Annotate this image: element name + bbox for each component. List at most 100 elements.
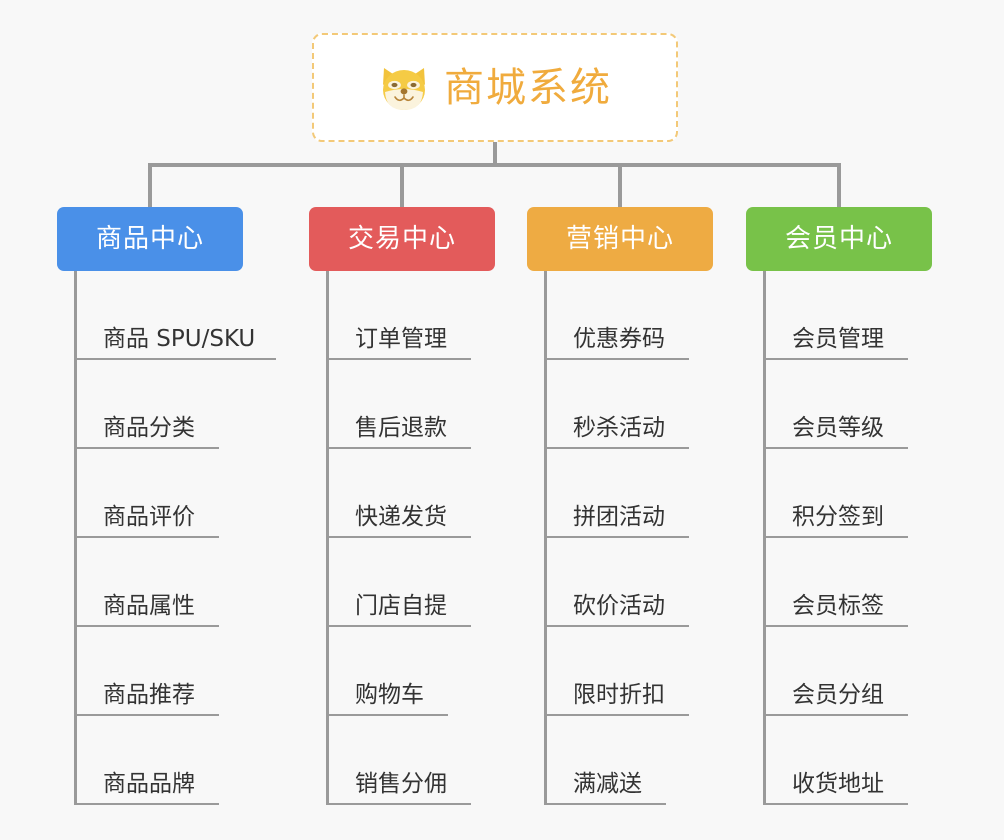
trunk-line xyxy=(74,271,77,805)
leaf-item[interactable]: 销售分佣 xyxy=(309,716,495,805)
category-column: 营销中心优惠券码秒杀活动拼团活动砍价活动限时折扣满减送 xyxy=(527,207,713,805)
leaf-item[interactable]: 商品推荐 xyxy=(57,627,243,716)
leaf-item-label: 砍价活动 xyxy=(573,593,665,619)
leaf-item[interactable]: 商品属性 xyxy=(57,538,243,627)
leaf-item-rule xyxy=(763,625,908,627)
leaf-item-label: 订单管理 xyxy=(355,326,447,352)
connector-drop-marketing-center xyxy=(618,163,622,209)
leaf-item-label: 商品分类 xyxy=(103,415,195,441)
root-title: 商城系统 xyxy=(444,64,612,111)
trunk-line xyxy=(326,271,329,805)
leaf-item[interactable]: 购物车 xyxy=(309,627,495,716)
leaf-item[interactable]: 商品分类 xyxy=(57,360,243,449)
leaf-item[interactable]: 订单管理 xyxy=(309,271,495,360)
leaf-item[interactable]: 收货地址 xyxy=(746,716,932,805)
leaf-item-label: 会员管理 xyxy=(792,326,884,352)
leaf-item[interactable]: 门店自提 xyxy=(309,538,495,627)
leaf-item-label: 秒杀活动 xyxy=(573,415,665,441)
leaf-item-label: 商品 SPU/SKU xyxy=(103,326,256,352)
leaf-item-label: 快递发货 xyxy=(355,504,447,530)
connector-root-stem xyxy=(493,142,497,166)
leaf-item-label: 会员标签 xyxy=(792,593,884,619)
leaf-item-label: 商品属性 xyxy=(103,593,195,619)
leaf-item-label: 售后退款 xyxy=(355,415,447,441)
category-label: 会员中心 xyxy=(784,224,893,254)
leaf-item-label: 积分签到 xyxy=(792,504,884,530)
leaf-list-product-center: 商品 SPU/SKU 商品分类商品评价商品属性商品推荐商品品牌 xyxy=(57,271,276,805)
root-node[interactable]: 商城系统 xyxy=(312,33,678,142)
category-column: 会员中心会员管理会员等级积分签到会员标签会员分组收货地址 xyxy=(746,207,932,805)
trunk-line xyxy=(763,271,766,805)
leaf-item[interactable]: 会员分组 xyxy=(746,627,932,716)
shiba-dog-face-icon xyxy=(378,64,430,112)
leaf-item[interactable]: 会员等级 xyxy=(746,360,932,449)
leaf-item[interactable]: 砍价活动 xyxy=(527,538,713,627)
connector-horizontal-bus xyxy=(148,163,840,167)
category-column: 商品中心商品 SPU/SKU 商品分类商品评价商品属性商品推荐商品品牌 xyxy=(57,207,276,805)
leaf-item-rule xyxy=(326,447,471,449)
leaf-item-rule xyxy=(74,714,219,716)
leaf-item-rule xyxy=(544,803,666,805)
leaf-item-label: 满减送 xyxy=(573,771,642,797)
leaf-item[interactable]: 积分签到 xyxy=(746,449,932,538)
leaf-item-rule xyxy=(326,358,471,360)
category-box-product-center[interactable]: 商品中心 xyxy=(57,207,243,271)
leaf-list-marketing-center: 优惠券码秒杀活动拼团活动砍价活动限时折扣满减送 xyxy=(527,271,713,805)
leaf-item-label: 会员等级 xyxy=(792,415,884,441)
category-label: 交易中心 xyxy=(347,224,456,254)
leaf-item-label: 购物车 xyxy=(355,682,424,708)
leaf-item-label: 限时折扣 xyxy=(573,682,665,708)
leaf-item-label: 优惠券码 xyxy=(573,326,665,352)
leaf-item[interactable]: 秒杀活动 xyxy=(527,360,713,449)
leaf-item-rule xyxy=(544,714,689,716)
leaf-item-rule xyxy=(74,447,219,449)
leaf-item-rule xyxy=(544,358,689,360)
leaf-item-rule xyxy=(74,803,219,805)
leaf-item[interactable]: 限时折扣 xyxy=(527,627,713,716)
leaf-item-label: 商品评价 xyxy=(103,504,195,530)
leaf-item[interactable]: 拼团活动 xyxy=(527,449,713,538)
connector-drop-trade-center xyxy=(400,163,404,209)
connector-drop-member-center xyxy=(837,163,841,209)
leaf-item-label: 商品品牌 xyxy=(103,771,195,797)
leaf-item-rule xyxy=(326,625,471,627)
leaf-item-label: 商品推荐 xyxy=(103,682,195,708)
category-label: 商品中心 xyxy=(95,224,204,254)
trunk-line xyxy=(544,271,547,805)
category-label: 营销中心 xyxy=(565,224,674,254)
leaf-item[interactable]: 商品 SPU/SKU xyxy=(57,271,276,360)
leaf-item-rule xyxy=(326,803,471,805)
leaf-item-rule xyxy=(326,714,448,716)
category-box-trade-center[interactable]: 交易中心 xyxy=(309,207,495,271)
leaf-item-rule xyxy=(74,358,276,360)
leaf-item-rule xyxy=(544,536,689,538)
leaf-item-rule xyxy=(544,625,689,627)
leaf-item[interactable]: 会员标签 xyxy=(746,538,932,627)
leaf-list-member-center: 会员管理会员等级积分签到会员标签会员分组收货地址 xyxy=(746,271,932,805)
category-box-member-center[interactable]: 会员中心 xyxy=(746,207,932,271)
leaf-item-rule xyxy=(544,447,689,449)
leaf-item-rule xyxy=(763,536,908,538)
leaf-item-label: 拼团活动 xyxy=(573,504,665,530)
category-box-marketing-center[interactable]: 营销中心 xyxy=(527,207,713,271)
leaf-item-rule xyxy=(74,536,219,538)
leaf-item-rule xyxy=(763,447,908,449)
leaf-item-rule xyxy=(763,714,908,716)
leaf-item-label: 收货地址 xyxy=(792,771,884,797)
leaf-item[interactable]: 会员管理 xyxy=(746,271,932,360)
leaf-item[interactable]: 售后退款 xyxy=(309,360,495,449)
leaf-item-rule xyxy=(763,803,908,805)
leaf-item[interactable]: 满减送 xyxy=(527,716,713,805)
category-column: 交易中心订单管理售后退款快递发货门店自提购物车销售分佣 xyxy=(309,207,495,805)
leaf-item-label: 销售分佣 xyxy=(355,771,447,797)
leaf-item-label: 会员分组 xyxy=(792,682,884,708)
leaf-item-rule xyxy=(326,536,471,538)
leaf-item-label: 门店自提 xyxy=(355,593,447,619)
leaf-item[interactable]: 优惠券码 xyxy=(527,271,713,360)
leaf-item[interactable]: 商品评价 xyxy=(57,449,243,538)
leaf-item[interactable]: 快递发货 xyxy=(309,449,495,538)
leaf-item[interactable]: 商品品牌 xyxy=(57,716,243,805)
leaf-item-rule xyxy=(74,625,219,627)
leaf-list-trade-center: 订单管理售后退款快递发货门店自提购物车销售分佣 xyxy=(309,271,495,805)
